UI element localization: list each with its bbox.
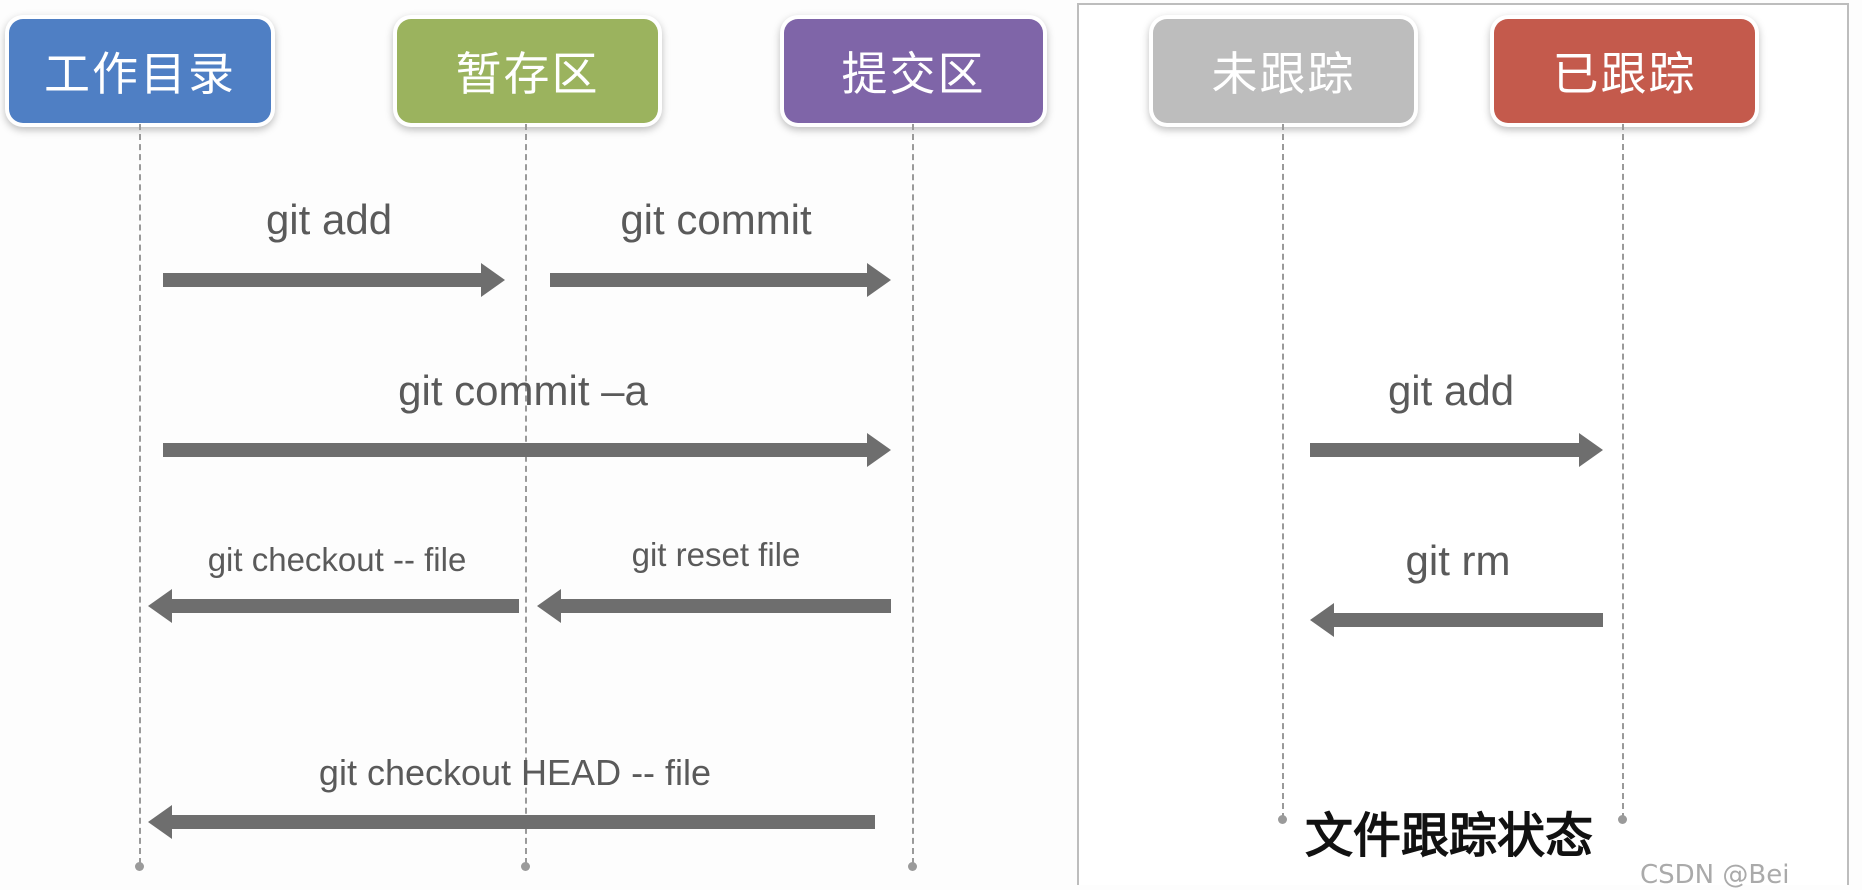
lifeline-end-dot	[135, 862, 144, 871]
git-checkout-file-arrow	[148, 589, 519, 623]
arrow-right-icon	[481, 263, 505, 297]
staging-area-lifeline	[525, 124, 527, 864]
git-add-tracking-arrow	[1310, 433, 1603, 467]
git-add-tracking-label: git add	[1387, 367, 1515, 414]
git-commit-a-label: git commit –a	[398, 367, 648, 414]
arrow-left-icon	[537, 589, 561, 623]
git-reset-file-arrow	[537, 589, 891, 623]
tracked-lifeline	[1622, 124, 1624, 819]
git-add-arrow	[163, 263, 505, 297]
commit-area-lifeline	[912, 124, 914, 864]
working-directory-lifeline	[139, 124, 141, 864]
git-rm-arrow	[1310, 603, 1603, 637]
working-directory-box: 工作目录	[9, 19, 271, 123]
lifeline-end-dot	[521, 862, 530, 871]
arrow-right-icon	[867, 433, 891, 467]
untracked-lifeline	[1282, 124, 1284, 819]
arrow-left-icon	[148, 805, 172, 839]
tracked-box: 已跟踪	[1494, 19, 1755, 123]
commit-area-box: 提交区	[784, 19, 1043, 123]
arrow-right-icon	[867, 263, 891, 297]
arrow-right-icon	[1579, 433, 1603, 467]
file-tracking-title: 文件跟踪状态	[1304, 808, 1594, 864]
staging-area-box: 暂存区	[397, 19, 658, 123]
git-commit-a-arrow	[163, 433, 891, 467]
arrow-left-icon	[1310, 603, 1334, 637]
git-checkout-head-arrow	[148, 805, 875, 839]
git-commit-arrow	[550, 263, 891, 297]
git-checkout-file-label: git checkout -- file	[207, 541, 467, 578]
git-rm-label: git rm	[1405, 537, 1511, 584]
git-reset-file-label: git reset file	[631, 536, 801, 573]
git-add-label: git add	[265, 196, 393, 243]
lifeline-end-dot	[908, 862, 917, 871]
lifeline-end-dot	[1278, 815, 1287, 824]
git-checkout-head-label: git checkout HEAD -- file	[318, 752, 712, 793]
untracked-box: 未跟踪	[1153, 19, 1414, 123]
git-commit-label: git commit	[620, 196, 812, 243]
arrow-left-icon	[148, 589, 172, 623]
lifeline-end-dot	[1618, 815, 1627, 824]
watermark: CSDN @Bei	[1640, 860, 1790, 890]
